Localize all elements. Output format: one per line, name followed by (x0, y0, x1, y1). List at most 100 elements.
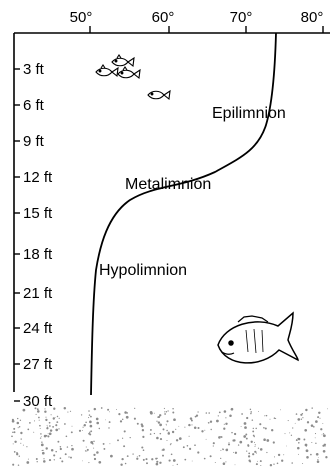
sediment-speck (82, 461, 83, 462)
sediment-speck (270, 419, 271, 420)
sediment-speck (173, 418, 176, 421)
sediment-speck (150, 411, 153, 414)
large-fish-icon (218, 313, 298, 363)
sediment-speck (257, 461, 258, 462)
sediment-speck (322, 445, 324, 447)
sediment-speck (109, 443, 110, 444)
sediment-speck (17, 422, 20, 425)
sediment-speck (300, 414, 302, 416)
sediment-speck (29, 422, 31, 424)
sediment-speck (41, 436, 42, 437)
sediment-speck (44, 408, 45, 409)
sediment-speck (40, 428, 41, 429)
sediment-speck (49, 425, 51, 427)
sediment-speck (90, 430, 92, 432)
sediment-speck (243, 435, 246, 438)
depth-axis: 3 ft 6 ft 9 ft 12 ft 15 ft 18 ft 21 ft 2… (14, 33, 53, 410)
sediment-speck (43, 460, 46, 463)
sediment-speck (172, 431, 174, 433)
sediment-speck (224, 424, 225, 425)
sediment-speck (208, 422, 210, 424)
sediment-speck (90, 416, 92, 418)
small-fish-icon (96, 65, 118, 76)
sediment-speck (234, 433, 236, 435)
sediment-speck (93, 454, 95, 456)
sediment-speck (320, 428, 322, 430)
sediment-speck (194, 444, 196, 446)
sediment-speck (156, 437, 159, 440)
sediment-speck (20, 443, 21, 444)
sediment-speck (89, 414, 90, 415)
sediment-speck (27, 429, 29, 431)
sediment-speck (136, 458, 138, 460)
sediment-speck (258, 411, 259, 412)
sediment-speck (176, 439, 178, 441)
sediment-speck (70, 457, 72, 459)
sediment-speck (304, 429, 307, 432)
sediment-speck (139, 455, 141, 457)
sediment-speck (20, 432, 22, 434)
sediment-speck (40, 433, 42, 435)
sediment-speck (71, 445, 72, 446)
depth-label-30: 30 ft (23, 393, 53, 410)
sediment-speck (143, 459, 145, 461)
sediment-speck (260, 460, 262, 462)
sediment-speck (71, 431, 73, 433)
sediment-speck (55, 451, 57, 453)
sediment-speck (55, 424, 57, 426)
sediment-speck (21, 438, 22, 439)
sediment-speck (247, 445, 249, 447)
sediment-speck (172, 408, 173, 409)
sediment-speck (117, 439, 119, 441)
sediment-speck (231, 432, 233, 434)
sediment-speck (155, 458, 157, 460)
sediment-speck (327, 408, 328, 409)
sediment-speck (156, 463, 159, 466)
sediment-speck (255, 444, 256, 445)
sediment-speck (323, 434, 326, 437)
sediment-speck (323, 450, 326, 453)
sediment-speck (26, 446, 27, 447)
sediment-speck (306, 456, 309, 459)
sediment-speck (145, 458, 147, 460)
sediment-speck (126, 412, 128, 414)
lake-bottom-sediment (11, 407, 328, 466)
sediment-speck (187, 445, 189, 447)
sediment-speck (14, 451, 16, 453)
sediment-speck (280, 409, 281, 410)
sediment-speck (103, 448, 105, 450)
sediment-speck (256, 463, 258, 465)
sediment-speck (12, 464, 14, 466)
sediment-speck (17, 418, 18, 419)
sediment-speck (222, 449, 224, 451)
sediment-speck (260, 448, 263, 451)
sediment-speck (40, 437, 41, 438)
sediment-speck (241, 426, 242, 427)
sediment-speck (159, 462, 160, 463)
sediment-speck (79, 430, 81, 432)
sediment-speck (206, 439, 207, 440)
sediment-speck (192, 461, 193, 462)
sediment-speck (156, 421, 157, 422)
sediment-speck (96, 422, 99, 425)
sediment-speck (302, 417, 303, 418)
sediment-speck (45, 417, 46, 418)
sediment-speck (273, 464, 274, 465)
sediment-speck (68, 456, 69, 457)
sediment-speck (37, 408, 39, 410)
sediment-speck (323, 433, 324, 434)
sediment-speck (160, 438, 162, 440)
sediment-speck (274, 456, 275, 457)
sediment-speck (248, 455, 250, 457)
sediment-speck (44, 435, 47, 438)
sediment-speck (184, 459, 186, 461)
sediment-speck (122, 438, 123, 439)
sediment-speck (36, 458, 38, 460)
temperature-axis: 50° 60° 70° 80° (14, 9, 330, 33)
sediment-speck (197, 411, 198, 412)
sediment-speck (197, 451, 199, 453)
sediment-speck (286, 446, 287, 447)
sediment-speck (45, 447, 47, 449)
sediment-speck (191, 424, 192, 425)
sediment-speck (264, 415, 265, 416)
